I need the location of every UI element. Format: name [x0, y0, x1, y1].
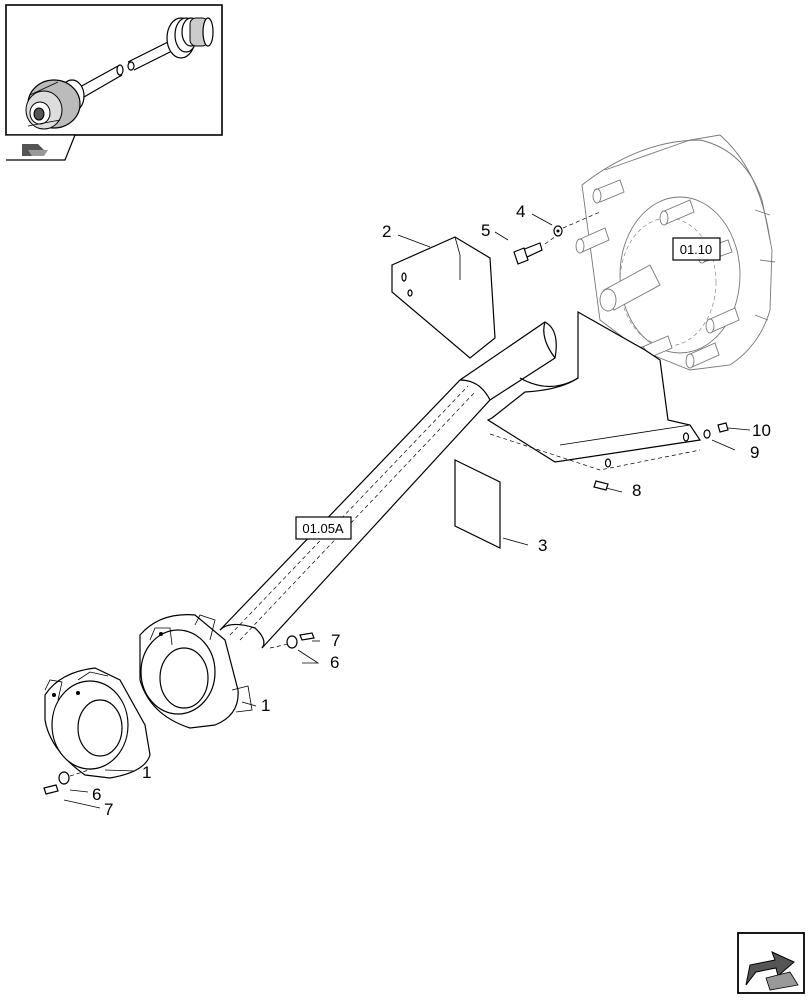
- callout-3: 3: [538, 536, 547, 555]
- callout-6-upper: 6: [330, 653, 339, 672]
- callout-10: 10: [752, 421, 771, 440]
- callout-7-lower: 7: [104, 800, 113, 819]
- back-navigation-button[interactable]: [737, 932, 805, 994]
- guard-shield-part-2: [391, 236, 496, 359]
- washer-part-6-lower: [58, 771, 70, 785]
- callout-5: 5: [481, 221, 490, 240]
- bolt-part-7-upper: [299, 632, 315, 641]
- reference-box-hub[interactable]: 01.10: [672, 237, 721, 261]
- thumbnail-tab[interactable]: [6, 134, 76, 161]
- guard-pan: [486, 310, 702, 471]
- thumbnail-shaft-preview[interactable]: [5, 4, 223, 136]
- guard-cap-upper-part-1: [139, 614, 253, 729]
- callout-6-lower: 6: [92, 785, 101, 804]
- bolt-part-5: [513, 242, 543, 265]
- callout-7-upper: 7: [331, 631, 340, 650]
- thumbnail-joint-part: [25, 64, 124, 130]
- folder-arrow-icon: [22, 144, 48, 156]
- back-arrow-icon: [745, 951, 799, 991]
- bolt-part-8: [593, 480, 609, 491]
- washer-part-6-upper: [286, 635, 298, 649]
- guard-cap-lower-part-1: [44, 667, 151, 779]
- shaft-guard-tube: [219, 321, 557, 649]
- thumbnail-shaft-part: [127, 17, 214, 71]
- decal-part-3: [454, 459, 501, 549]
- reference-box-shaft[interactable]: 01.05A: [295, 516, 352, 540]
- callout-8: 8: [632, 481, 641, 500]
- callout-1-lower: 1: [142, 763, 151, 782]
- reference-label-shaft: 01.05A: [302, 521, 344, 536]
- callout-2: 2: [382, 222, 391, 241]
- leader-lines: [63, 213, 751, 809]
- nut-part-10: [717, 422, 729, 433]
- callout-4: 4: [516, 202, 525, 221]
- bolt-part-7-lower: [43, 784, 59, 795]
- callout-1-upper: 1: [261, 696, 270, 715]
- callout-9: 9: [750, 443, 759, 462]
- washer-part-4: [553, 225, 563, 237]
- reference-label-hub: 01.10: [680, 242, 713, 257]
- washer-part-9: [703, 429, 711, 439]
